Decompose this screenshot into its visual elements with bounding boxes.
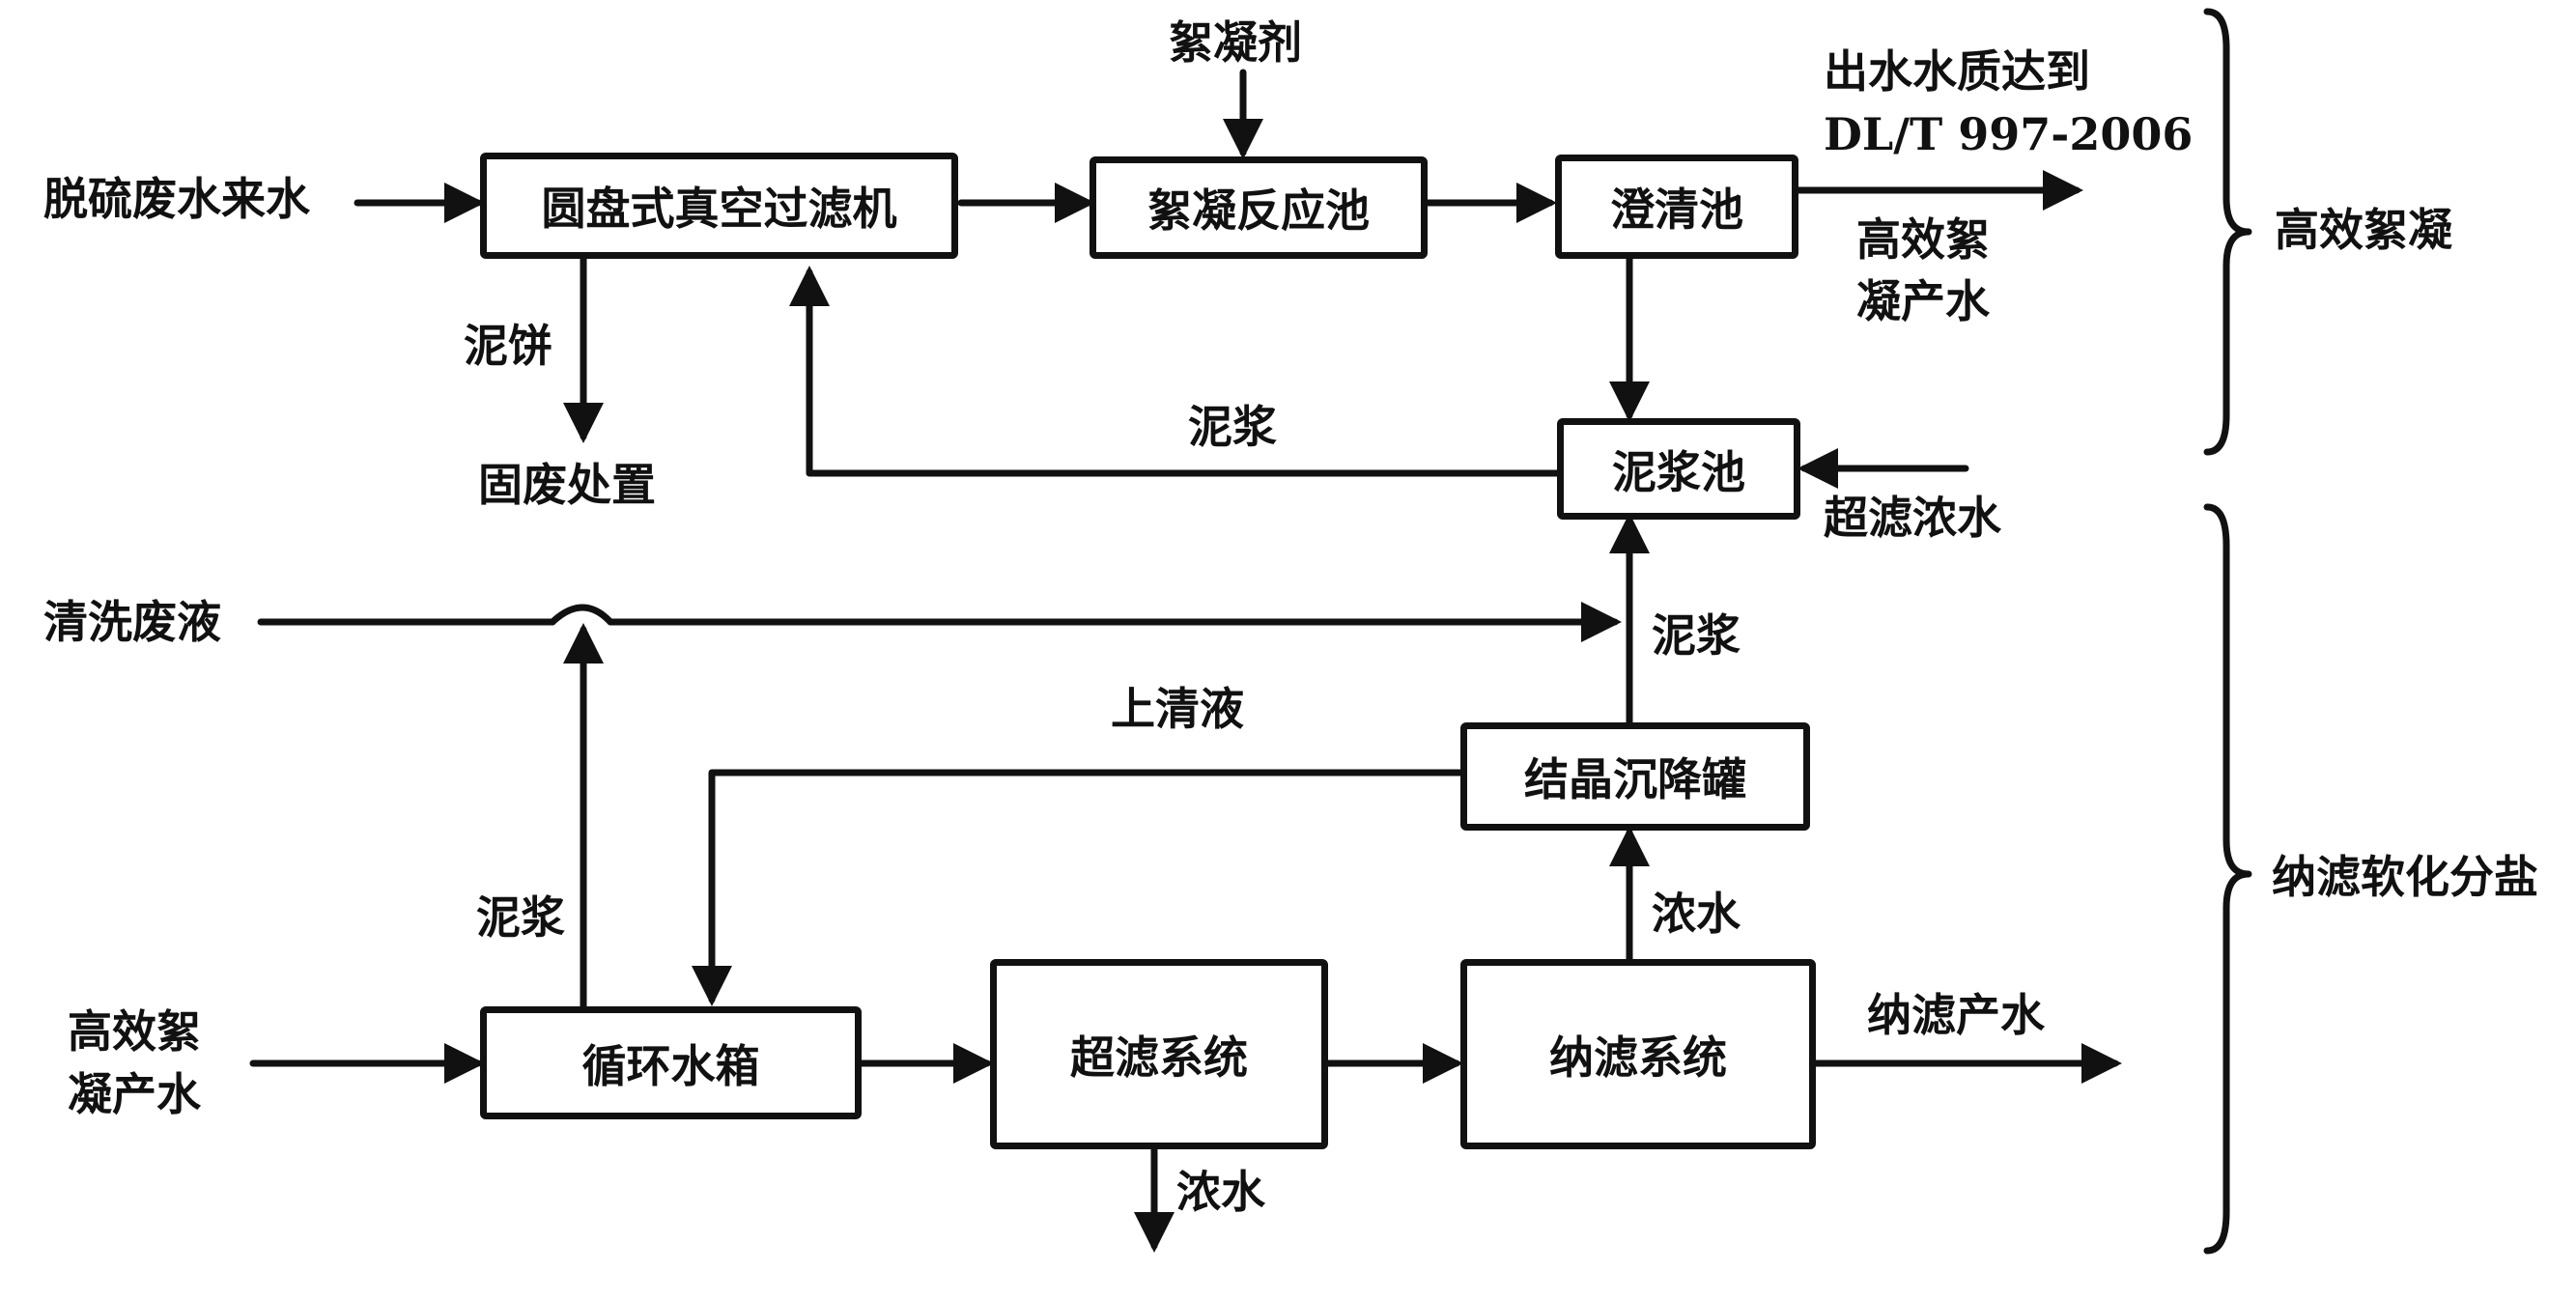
- clarifier-box: 澄清池: [1555, 155, 1798, 259]
- hef-inflow-line2: 凝产水: [68, 1068, 201, 1120]
- line-hop: [549, 604, 614, 626]
- slurry-return-label: 泥浆: [1188, 401, 1277, 453]
- high-efficiency-flocculation-section-label: 高效絮凝: [2275, 204, 2452, 256]
- nf-product-label: 纳滤产水: [1867, 989, 2045, 1041]
- desulf-inflow-label: 脱硫废水来水: [43, 173, 310, 225]
- supernatant-label: 上清液: [1111, 683, 1244, 735]
- hef-inflow-line1: 高效絮: [68, 1005, 201, 1058]
- mud-cake-label: 泥饼: [464, 320, 552, 372]
- hef-product-line1: 高效絮: [1856, 213, 1990, 266]
- crystal-settling-tank-box: 结晶沉降罐: [1460, 722, 1810, 831]
- brace-top: [2203, 8, 2252, 456]
- arrow-supernatant: [692, 769, 1464, 1006]
- disc-vacuum-filter-box: 圆盘式真空过滤机: [480, 153, 958, 259]
- effluent-quality-line2: DL/T 997-2006: [1824, 108, 2194, 160]
- slurry-left-label: 泥浆: [476, 891, 565, 944]
- sludge-tank-box: 泥浆池: [1557, 418, 1800, 520]
- circulation-tank-box: 循环水箱: [480, 1006, 862, 1119]
- uf-system-box: 超滤系统: [990, 959, 1328, 1149]
- flocculation-tank-box: 絮凝反应池: [1090, 156, 1428, 259]
- slurry-up-label: 泥浆: [1652, 609, 1741, 662]
- nf-concentrate-label: 浓水: [1652, 888, 1741, 940]
- arrow-sludge-return: [789, 266, 1561, 477]
- effluent-quality-line1: 出水水质达到: [1824, 45, 2090, 98]
- flocculant-label: 絮凝剂: [1169, 16, 1302, 69]
- uf-concentrate-in-label: 超滤浓水: [1824, 492, 2001, 544]
- solid-disposal-label: 固废处置: [478, 459, 656, 511]
- brace-bottom: [2203, 503, 2252, 1255]
- uf-concentrate-out-label: 浓水: [1176, 1166, 1265, 1218]
- cleaning-waste-label: 清洗废液: [43, 596, 221, 648]
- nf-system-box: 纳滤系统: [1460, 959, 1816, 1149]
- hef-product-line2: 凝产水: [1856, 275, 1990, 327]
- nf-softening-section-label: 纳滤软化分盐: [2272, 851, 2538, 903]
